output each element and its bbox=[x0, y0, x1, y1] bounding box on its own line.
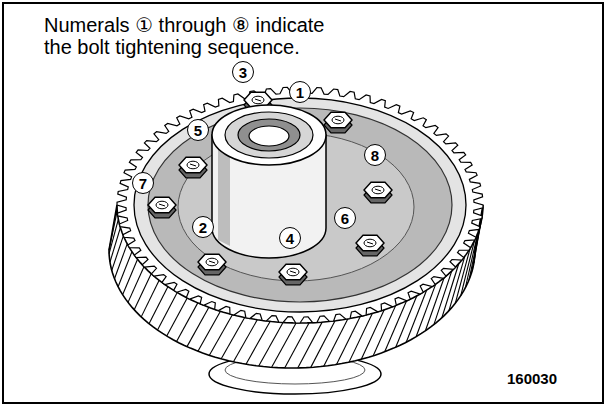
tooth-line bbox=[109, 219, 118, 253]
bolt-mark bbox=[206, 258, 218, 266]
tooth-line bbox=[385, 301, 407, 352]
tooth-line bbox=[134, 274, 151, 310]
callout-number: 4 bbox=[286, 231, 294, 246]
tooth-line bbox=[396, 296, 417, 347]
callout-number: 2 bbox=[199, 220, 207, 235]
tooth-line bbox=[221, 317, 244, 358]
bolt-mark bbox=[156, 201, 168, 209]
tooth-line bbox=[198, 311, 220, 351]
bolt-mark bbox=[209, 261, 215, 263]
callout-circle: 5 bbox=[187, 119, 209, 141]
callout-circle: 8 bbox=[364, 144, 386, 166]
bolt-mark bbox=[332, 116, 344, 124]
bearing-race bbox=[225, 112, 313, 158]
callout-circle: 6 bbox=[334, 207, 356, 229]
callout-circle: 7 bbox=[132, 172, 154, 194]
tooth-line bbox=[349, 313, 372, 362]
tooth-line bbox=[336, 316, 360, 364]
tooth-line bbox=[177, 303, 198, 342]
bolt-mark bbox=[367, 242, 373, 244]
bolt-mark bbox=[287, 268, 299, 276]
bolt-mark bbox=[252, 96, 264, 104]
title-box: Numerals ① through ⑧ indicate the bolt t… bbox=[44, 14, 356, 58]
bolt-mark bbox=[159, 204, 165, 206]
callout-number: 5 bbox=[194, 123, 202, 138]
bolt-head bbox=[148, 197, 176, 218]
bolt-mark bbox=[255, 99, 261, 101]
tooth-line bbox=[114, 244, 127, 279]
callout-circle: 3 bbox=[232, 61, 254, 83]
callout-number: 8 bbox=[371, 148, 379, 163]
bolt-top bbox=[324, 112, 352, 128]
tooth-line bbox=[112, 236, 124, 271]
tooth-line bbox=[285, 323, 309, 368]
bolt-top bbox=[198, 254, 226, 270]
bearing-inner bbox=[238, 119, 300, 151]
tooth-line bbox=[109, 211, 117, 250]
bearing-outer bbox=[212, 105, 326, 165]
gear-plate bbox=[148, 108, 452, 302]
bolt-head bbox=[279, 264, 307, 285]
tooth-line bbox=[167, 298, 187, 336]
tooth-line bbox=[324, 319, 348, 366]
bolt-mark bbox=[290, 271, 296, 273]
bolt-mark bbox=[375, 189, 381, 191]
tooth-line bbox=[128, 267, 144, 303]
bolt-mark bbox=[335, 119, 341, 121]
tooth-line bbox=[246, 321, 270, 364]
bolt-top bbox=[148, 197, 176, 213]
tooth-line bbox=[442, 264, 459, 318]
callout-circle: 4 bbox=[279, 227, 301, 249]
figure-number: 160030 bbox=[507, 370, 557, 387]
figure-number-box: 160030 bbox=[507, 370, 557, 388]
bolt-mark bbox=[364, 239, 376, 247]
tooth-line bbox=[361, 310, 384, 359]
tooth-line bbox=[118, 252, 132, 287]
bolt-head bbox=[198, 254, 226, 275]
callout-number: 6 bbox=[341, 211, 349, 226]
tooth-line bbox=[149, 287, 168, 324]
callout-number: 1 bbox=[296, 85, 304, 100]
callout-number: 7 bbox=[139, 176, 147, 191]
bolt-head bbox=[324, 112, 352, 133]
callout-circle: 2 bbox=[192, 216, 214, 238]
figure-frame bbox=[3, 3, 603, 403]
bearing-bore bbox=[249, 126, 289, 146]
bolt-top bbox=[364, 182, 392, 198]
gear-teeth bbox=[117, 87, 483, 323]
bolt-top bbox=[179, 157, 207, 173]
gear-rim bbox=[134, 98, 466, 312]
bolt-top bbox=[279, 264, 307, 280]
bolt-head bbox=[364, 182, 392, 203]
tooth-line bbox=[259, 322, 283, 366]
bolt-mark bbox=[190, 164, 196, 166]
bolt-mark bbox=[187, 161, 199, 169]
tooth-line bbox=[469, 224, 480, 279]
tooth-line bbox=[141, 280, 159, 317]
tooth-line bbox=[158, 293, 178, 331]
tooth-line bbox=[311, 321, 335, 368]
tooth-line bbox=[209, 315, 232, 356]
callout-number: 3 bbox=[239, 65, 247, 80]
tooth-line bbox=[123, 259, 138, 294]
title-text: Numerals ① through ⑧ indicate the bolt t… bbox=[44, 14, 356, 58]
bolt-head bbox=[356, 235, 384, 256]
tooth-line bbox=[272, 323, 296, 367]
hub-shading bbox=[218, 145, 230, 246]
callout-circle: 1 bbox=[289, 81, 311, 103]
tooth-line bbox=[233, 320, 257, 362]
tooth-line bbox=[373, 306, 395, 356]
tooth-line bbox=[187, 307, 209, 346]
bolt-head bbox=[179, 157, 207, 178]
bolt-mark bbox=[372, 186, 384, 194]
bolt-top bbox=[356, 235, 384, 251]
tooth-line bbox=[298, 322, 322, 368]
